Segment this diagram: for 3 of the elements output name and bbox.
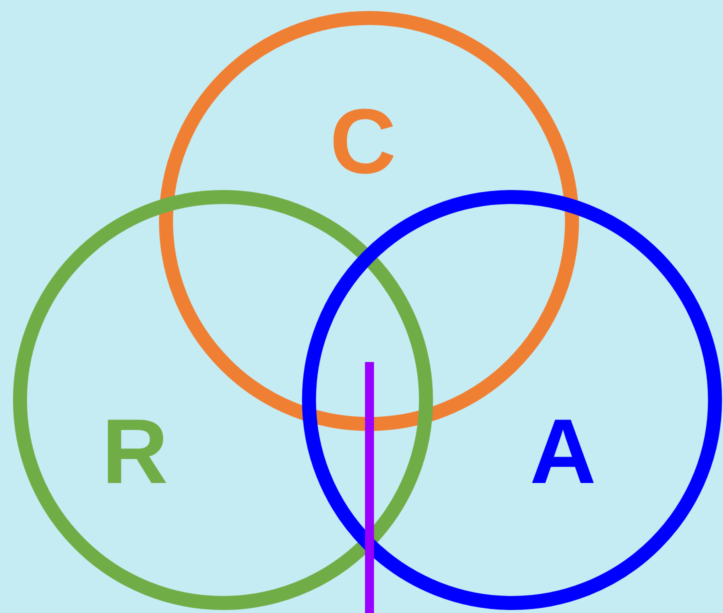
circle-label: A bbox=[530, 406, 596, 498]
circle-label: R bbox=[102, 406, 168, 498]
circle-label: C bbox=[330, 96, 396, 188]
